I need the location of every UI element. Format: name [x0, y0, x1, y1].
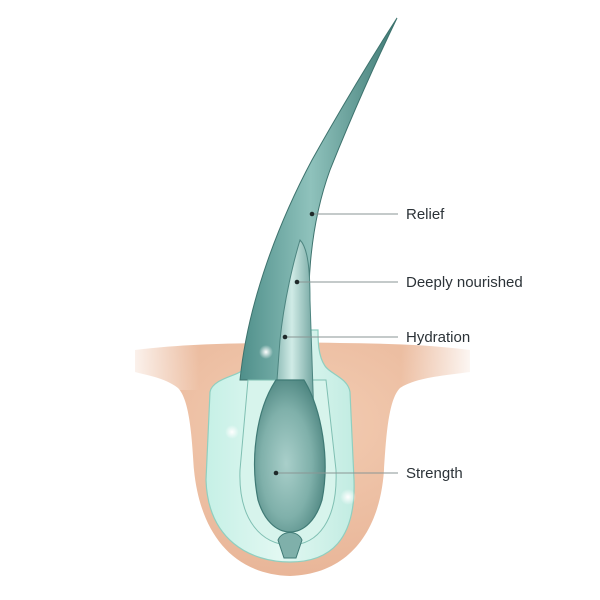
callout-dot-deeply-nourished: [294, 279, 300, 285]
hair-bulb: [254, 379, 326, 533]
callout-dot-hydration: [282, 334, 288, 340]
hair-shaft: [239, 17, 398, 381]
callout-dot-strength: [273, 470, 279, 476]
callout-dot-relief: [309, 211, 315, 217]
callout-label-strength: Strength: [406, 465, 463, 482]
callout-label-relief: Relief: [406, 206, 445, 223]
sparkle-highlights: [225, 224, 356, 505]
callout-label-deeply-nourished: Deeply nourished: [406, 274, 523, 291]
dermal-papilla: [277, 532, 303, 559]
callout-label-hydration: Hydration: [406, 329, 470, 346]
